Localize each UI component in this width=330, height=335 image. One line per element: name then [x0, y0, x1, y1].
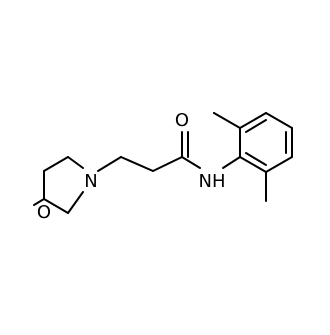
- bond-ar-3: [265, 112, 293, 129]
- bond-ar-2: [239, 112, 267, 129]
- bond-ring-3: [67, 156, 84, 169]
- bond-ring-o-1: [33, 198, 45, 206]
- atom-label-o-ring: O: [37, 202, 51, 223]
- bond-ar-5: [265, 156, 293, 173]
- atom-label-n-ring: N: [84, 171, 97, 192]
- bond-methyl-top: [213, 112, 241, 129]
- bond-ring-2: [43, 156, 69, 172]
- bond-ring-5: [43, 198, 69, 214]
- bonds: [33, 112, 293, 214]
- bond-ring-4: [67, 191, 84, 214]
- bond-ch2-ch2: [120, 156, 154, 172]
- bond-ar-inner-3: [245, 152, 267, 166]
- bond-ch2-co: [152, 156, 183, 172]
- atom-label-o-carbonyl: O: [175, 110, 189, 131]
- bond-ar-6: [239, 156, 267, 173]
- bond-c-nh: [181, 156, 201, 169]
- atom-label-nh: NH: [199, 171, 226, 192]
- bond-ar-inner-1: [245, 119, 267, 133]
- bond-nh-ar: [222, 156, 241, 169]
- bond-n-ch2: [97, 156, 122, 172]
